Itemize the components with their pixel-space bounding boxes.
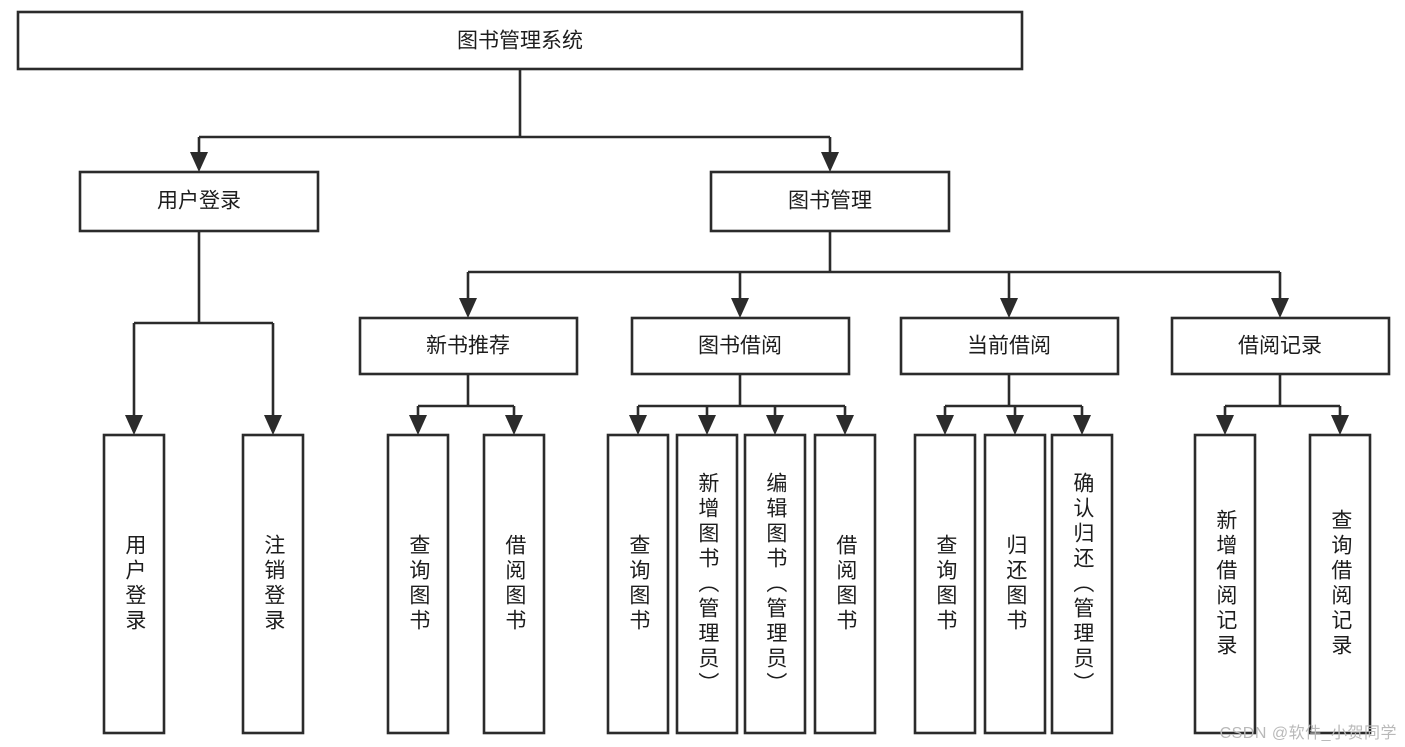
arrow-book-management xyxy=(821,152,839,172)
node-leaf-add-record-box[interactable] xyxy=(1193,433,1257,735)
arrow-leaf-borrow-book-2 xyxy=(836,415,854,435)
node-leaf-return-book-box[interactable] xyxy=(983,433,1047,735)
arrow-book-borrow xyxy=(731,298,749,318)
arrow-user-login xyxy=(190,152,208,172)
node-leaf-query-book-2-box[interactable] xyxy=(606,433,670,735)
node-leaf-borrow-book-1-box[interactable] xyxy=(482,433,546,735)
node-book-management-label: 图书管理 xyxy=(788,190,872,213)
arrow-leaf-return-book xyxy=(1006,415,1024,435)
node-borrow-record-label: 借阅记录 xyxy=(1238,335,1322,358)
node-leaf-logout-login-box[interactable] xyxy=(241,433,305,735)
nodes-layer: 图书管理系统 用户登录 图书管理 新书推荐 图书借阅 当前借阅 借阅记录 xyxy=(16,10,1391,735)
node-leaf-edit-book-box[interactable] xyxy=(743,433,807,735)
node-current-borrow-label: 当前借阅 xyxy=(967,335,1051,358)
arrow-leaf-query-book-3 xyxy=(936,415,954,435)
node-root-box[interactable] xyxy=(16,10,1024,71)
arrow-current-borrow xyxy=(1000,298,1018,318)
arrow-new-book-recommend xyxy=(459,298,477,318)
node-leaf-query-record-box[interactable] xyxy=(1308,433,1372,735)
node-leaf-query-book-3-box[interactable] xyxy=(913,433,977,735)
arrow-leaf-borrow-book-1 xyxy=(505,415,523,435)
arrow-borrow-record xyxy=(1271,298,1289,318)
arrow-leaf-query-book-1 xyxy=(409,415,427,435)
node-leaf-user-login-box[interactable] xyxy=(102,433,166,735)
node-leaf-add-book-box[interactable] xyxy=(675,433,739,735)
node-user-login-label: 用户登录 xyxy=(157,190,241,213)
node-new-book-recommend-box[interactable] xyxy=(358,316,579,376)
arrow-leaf-user-login xyxy=(125,415,143,435)
node-current-borrow-box[interactable] xyxy=(899,316,1120,376)
arrow-leaf-query-record xyxy=(1331,415,1349,435)
node-book-management-box[interactable] xyxy=(709,170,951,233)
node-new-book-recommend-label: 新书推荐 xyxy=(426,335,510,358)
arrow-leaf-confirm-return xyxy=(1073,415,1091,435)
node-leaf-query-book-1-box[interactable] xyxy=(386,433,450,735)
arrow-leaf-add-book xyxy=(698,415,716,435)
node-book-borrow-label: 图书借阅 xyxy=(698,335,782,358)
csdn-watermark: CSDN @软件_小贺同学 xyxy=(1219,725,1397,742)
arrow-leaf-add-record xyxy=(1216,415,1234,435)
arrow-leaf-logout-login xyxy=(264,415,282,435)
node-user-login-box[interactable] xyxy=(78,170,320,233)
node-borrow-record-box[interactable] xyxy=(1170,316,1391,376)
node-root-label: 图书管理系统 xyxy=(457,30,583,53)
arrow-leaf-query-book-2 xyxy=(629,415,647,435)
node-leaf-borrow-book-2-box[interactable] xyxy=(813,433,877,735)
node-leaf-confirm-return-box[interactable] xyxy=(1050,433,1114,735)
edges-layer xyxy=(125,69,1349,435)
arrow-leaf-edit-book xyxy=(766,415,784,435)
node-book-borrow-box[interactable] xyxy=(630,316,851,376)
